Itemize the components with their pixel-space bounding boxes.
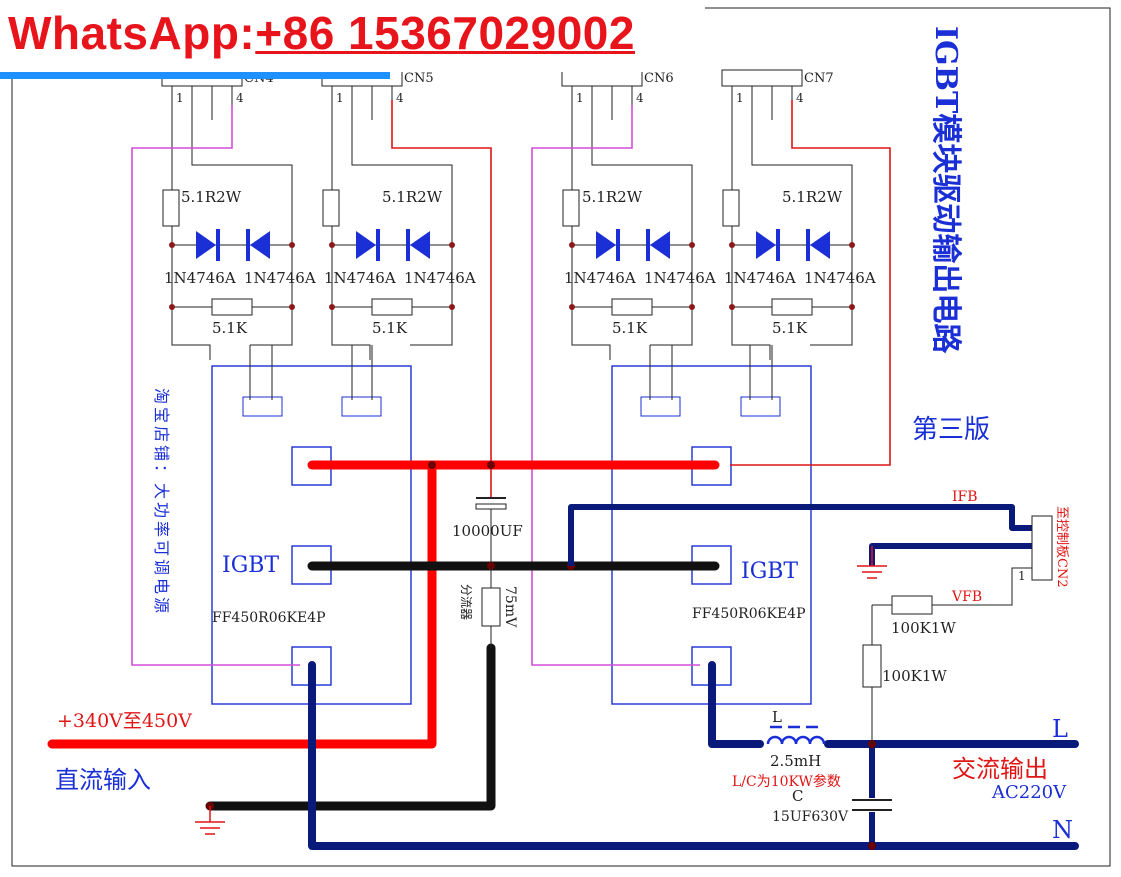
module-model: FF450R06KE4P (692, 606, 806, 622)
module-model: FF450R06KE4P (212, 610, 326, 626)
ifb-wire (568, 504, 1032, 566)
bleed-resistor (771, 298, 813, 316)
shunt-label: 分流器 (459, 584, 473, 620)
pin-label: 1 (576, 91, 584, 105)
ground-symbol-control (857, 546, 887, 579)
lc-note: L/C为10KW参数 (732, 773, 841, 790)
zener-label: 1N4746A (564, 269, 636, 287)
bleed-resistor-label: 5.1K (212, 319, 248, 337)
gate-resistor (722, 189, 740, 227)
dc-positive-feed (47, 460, 437, 749)
bleed-resistor (211, 298, 253, 316)
pin-label: 1 (336, 91, 344, 105)
connector-body (561, 69, 643, 87)
cap-value: 15UF630V (772, 809, 849, 825)
gate-resistor (562, 189, 580, 227)
module-label: IGBT (741, 559, 798, 584)
output-bus-l (708, 661, 764, 748)
pin-label: 4 (636, 91, 644, 105)
zener-label: 1N4746A (804, 269, 876, 287)
control-board-connector (1031, 515, 1053, 581)
gate-resistor (162, 189, 180, 227)
ground-symbol-dc (195, 806, 225, 835)
bleed-resistor (611, 298, 653, 316)
collector-sense-wire-right (730, 100, 891, 466)
collector-sense-wire-left (391, 100, 492, 498)
gate-resistor-label: 5.1R2W (382, 188, 443, 206)
pin-label: 4 (396, 91, 404, 105)
bleed-resistor-label: 5.1K (612, 319, 648, 337)
connector-label: CN5 (404, 71, 434, 86)
gate-resistor (322, 189, 340, 227)
pin-label: 1 (176, 91, 184, 105)
driver-branch (561, 69, 695, 360)
line-l-label: L (1052, 715, 1068, 743)
zener-label: 1N4746A (244, 269, 316, 287)
connector-body (721, 69, 803, 87)
ifb-label: IFB (952, 489, 978, 505)
dc-input-label: 直流输入 (55, 766, 151, 794)
pin-label: 4 (236, 91, 244, 105)
inductor-value: 2.5mH (770, 752, 821, 770)
page-title: IGBT模块驱动输出电路 (928, 26, 963, 354)
zener-label: 1N4746A (404, 269, 476, 287)
fb-resistor-label: 100K1W (891, 619, 956, 637)
edition-label: 第三版 (912, 415, 990, 445)
whatsapp-number[interactable]: +86 15367029002 (255, 7, 635, 59)
dc-voltage-label: +340V至450V (57, 710, 192, 732)
bleed-resistor-label: 5.1K (372, 319, 408, 337)
connector-label: CN6 (644, 71, 674, 86)
zener-label: 1N4746A (324, 269, 396, 287)
shunt-resistor (481, 587, 501, 627)
zener-label: 1N4746A (164, 269, 236, 287)
whatsapp-prefix: WhatsApp: (8, 7, 256, 59)
vertical-note: 淘宝店铺：大功率可调电源 (152, 388, 171, 616)
fb-resistor-label: 100K1W (882, 667, 947, 685)
pin-label: 1 (736, 91, 744, 105)
cap-ref: C (792, 787, 803, 805)
bleed-resistor-label: 5.1K (772, 319, 808, 337)
bleed-resistor (371, 298, 413, 316)
emitter-sense-wire-right (531, 105, 700, 666)
driver-branch (721, 69, 855, 360)
gate-resistor-label: 5.1R2W (782, 188, 843, 206)
module-label: IGBT (222, 553, 279, 578)
inductor-ref: L (772, 708, 782, 726)
zener-label: 1N4746A (644, 269, 716, 287)
inductor (766, 735, 826, 745)
control-pin-label: 1 (1018, 569, 1026, 583)
control-board-label: 至控制板CN2 (1054, 506, 1069, 588)
vfb-label: VFB (951, 589, 982, 605)
gate-resistor-label: 5.1R2W (582, 188, 643, 206)
capacitor-label: 10000UF (452, 522, 523, 540)
ac-output-label: 交流输出 (952, 755, 1048, 783)
shunt-value-label: 75mV (502, 586, 518, 628)
pin-label: 4 (796, 91, 804, 105)
banner-underline-bar (0, 72, 390, 79)
ac-voltage-label: AC220V (991, 782, 1067, 803)
emitter-sense-wire-left (131, 105, 300, 666)
whatsapp-text: WhatsApp:+86 15367029002 (8, 6, 635, 60)
divider-resistor-upper (891, 595, 933, 615)
connector-label: CN7 (804, 71, 834, 86)
divider-resistor-lower (862, 644, 882, 688)
line-n-label: N (1052, 816, 1073, 844)
whatsapp-banner: WhatsApp:+86 15367029002 (0, 0, 705, 72)
zener-label: 1N4746A (724, 269, 796, 287)
output-bus-n (308, 661, 1079, 850)
gate-resistor-label: 5.1R2W (181, 188, 242, 206)
